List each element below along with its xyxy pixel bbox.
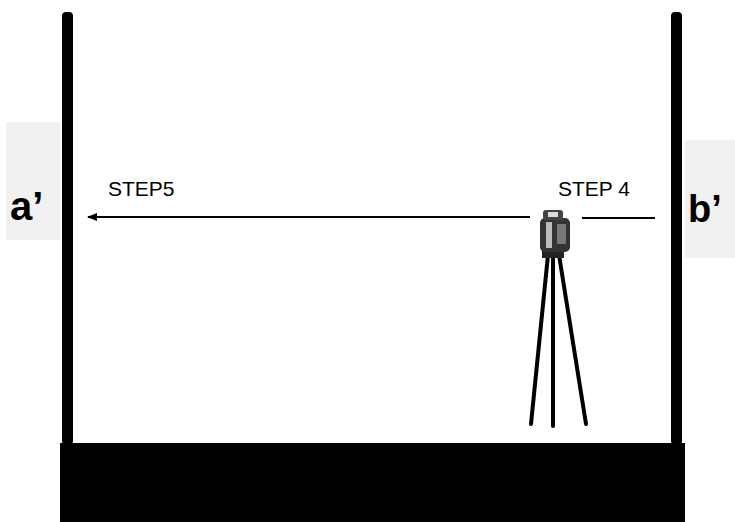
right-post	[671, 12, 682, 445]
label-patch	[685, 140, 735, 258]
tripod	[531, 255, 586, 426]
ground-block	[60, 443, 685, 522]
step-label: STEP5	[108, 178, 175, 199]
laser-beam-arrow	[88, 216, 530, 218]
step-label: STEP 4	[558, 178, 630, 199]
laser-level	[540, 210, 570, 258]
left-post	[62, 12, 73, 445]
point-label: b’	[688, 190, 722, 228]
label-patch	[6, 122, 60, 240]
point-label: a’	[10, 186, 43, 226]
laser-beam	[582, 217, 655, 219]
